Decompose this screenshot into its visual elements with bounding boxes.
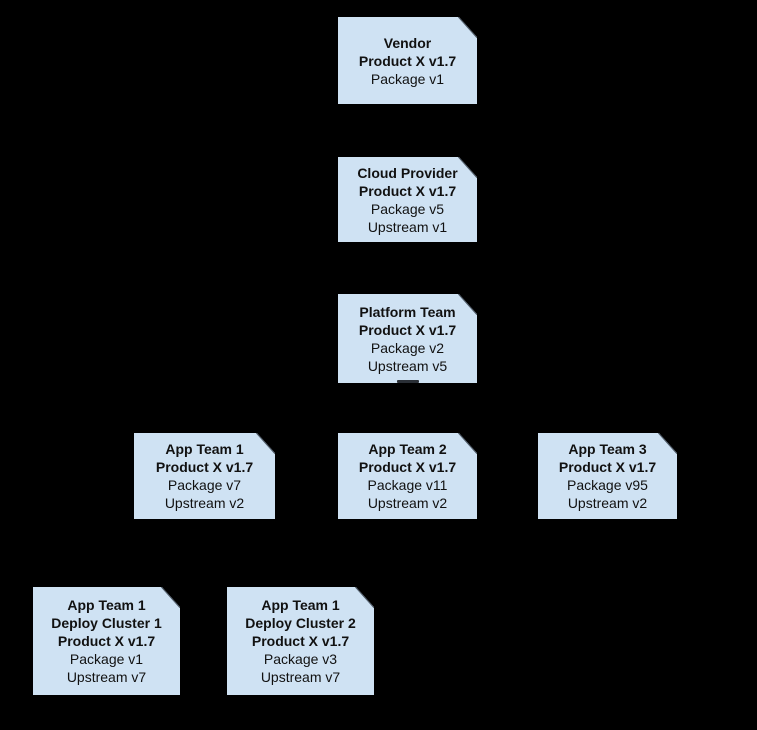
note-app-team-1-deploy-cluster-1-line-3: Package v1 [69, 651, 144, 667]
note-app-team-1-deploy-cluster-1-line-1: Deploy Cluster 1 [51, 615, 162, 631]
note-app-team-3-line-2: Package v95 [567, 477, 648, 493]
folded-corner-icon [458, 157, 477, 178]
note-app-team-1-deploy-cluster-2-line-2: Product X v1.7 [251, 633, 350, 649]
note-app-team-1-line-2: Package v7 [167, 477, 242, 493]
folded-corner-icon [458, 17, 477, 38]
note-vendor-line-0: Vendor [383, 34, 432, 51]
folded-corner-icon [161, 587, 180, 608]
note-app-team-1-line-0: App Team 1 [165, 441, 244, 457]
note-app-team-2-line-3: Upstream v2 [367, 495, 448, 511]
note-vendor-line-2: Package v1 [370, 70, 445, 87]
note-cloud-provider-line-0: Cloud Provider [357, 164, 458, 181]
note-cloud-provider-line-3: Upstream v1 [367, 218, 448, 235]
note-cloud-provider-line-1: Product X v1.7 [358, 182, 457, 199]
note-app-team-1-deploy-cluster-2-line-3: Package v3 [263, 651, 338, 667]
folded-corner-icon [256, 433, 275, 454]
note-app-team-1-deploy-cluster-2: App Team 1 Deploy Cluster 2 Product X v1.7… [227, 587, 374, 695]
note-app-team-3-line-3: Upstream v2 [567, 495, 648, 511]
note-app-team-1-deploy-cluster-1-line-0: App Team 1 [67, 597, 146, 613]
note-app-team-1-deploy-cluster-1-line-2: Product X v1.7 [57, 633, 156, 649]
note-app-team-2-line-1: Product X v1.7 [358, 459, 457, 475]
note-app-team-2-line-2: Package v11 [367, 477, 448, 493]
note-app-team-1-deploy-cluster-1-line-4: Upstream v7 [66, 669, 147, 685]
folded-corner-icon [458, 433, 477, 454]
note-platform-team-line-0: Platform Team [359, 303, 456, 320]
clipped-text-fragment [397, 380, 419, 383]
note-app-team-1-deploy-cluster-1: App Team 1 Deploy Cluster 1 Product X v1.7… [33, 587, 180, 695]
note-app-team-1-line-3: Upstream v2 [164, 495, 245, 511]
note-app-team-3-line-1: Product X v1.7 [558, 459, 657, 475]
note-app-team-1-deploy-cluster-2-line-1: Deploy Cluster 2 [245, 615, 356, 631]
note-app-team-1-deploy-cluster-2-line-4: Upstream v7 [260, 669, 341, 685]
note-app-team-2-line-0: App Team 2 [368, 441, 447, 457]
folded-corner-icon [458, 294, 477, 315]
folded-corner-icon [355, 587, 374, 608]
note-platform-team-line-3: Upstream v5 [367, 357, 448, 374]
folded-corner-icon [658, 433, 677, 454]
note-app-team-3-line-0: App Team 3 [568, 441, 647, 457]
note-platform-team-line-1: Product X v1.7 [358, 321, 457, 338]
note-vendor-line-1: Product X v1.7 [358, 52, 457, 69]
note-platform-team-line-2: Package v2 [370, 339, 445, 356]
note-cloud-provider-line-2: Package v5 [370, 200, 445, 217]
note-app-team-1-line-1: Product X v1.7 [155, 459, 254, 475]
note-app-team-1-deploy-cluster-2-line-0: App Team 1 [261, 597, 340, 613]
